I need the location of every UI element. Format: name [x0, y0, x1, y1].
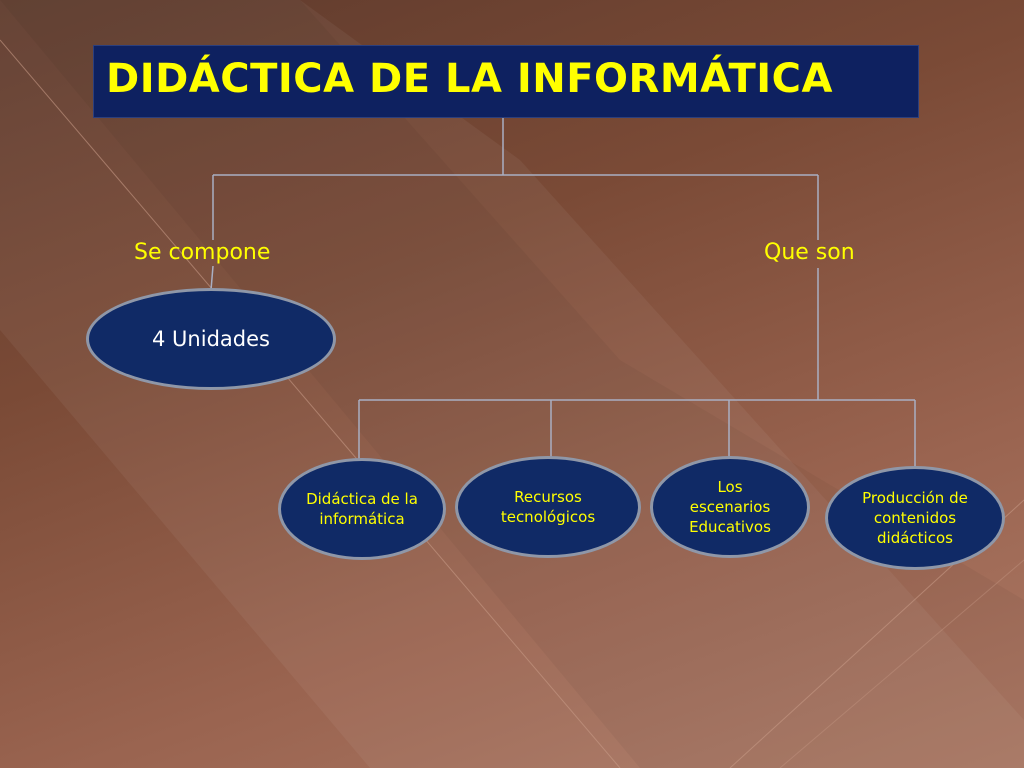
branch-label-se-compone: Se compone: [134, 240, 271, 265]
node-unidades: 4 Unidades: [86, 288, 336, 390]
node-produccion: Producción de contenidos didácticos: [825, 466, 1005, 570]
connector-lines: [210, 118, 916, 470]
node-recursos-label: Recursos tecnológicos: [500, 488, 596, 526]
diagram-title: DIDÁCTICA DE LA INFORMÁTICA: [106, 56, 833, 102]
node-didactica: Didáctica de la informática: [278, 458, 446, 560]
node-produccion-label: Producción de contenidos didácticos: [862, 489, 968, 547]
node-didactica-label: Didáctica de la informática: [306, 490, 418, 528]
branch-label-que-son: Que son: [764, 240, 855, 265]
node-unidades-label: 4 Unidades: [152, 327, 270, 351]
title-box: DIDÁCTICA DE LA INFORMÁTICA: [93, 45, 919, 118]
node-escenarios: Los escenarios Educativos: [650, 456, 810, 558]
node-escenarios-label: Los escenarios Educativos: [689, 478, 771, 536]
node-recursos: Recursos tecnológicos: [455, 456, 641, 558]
